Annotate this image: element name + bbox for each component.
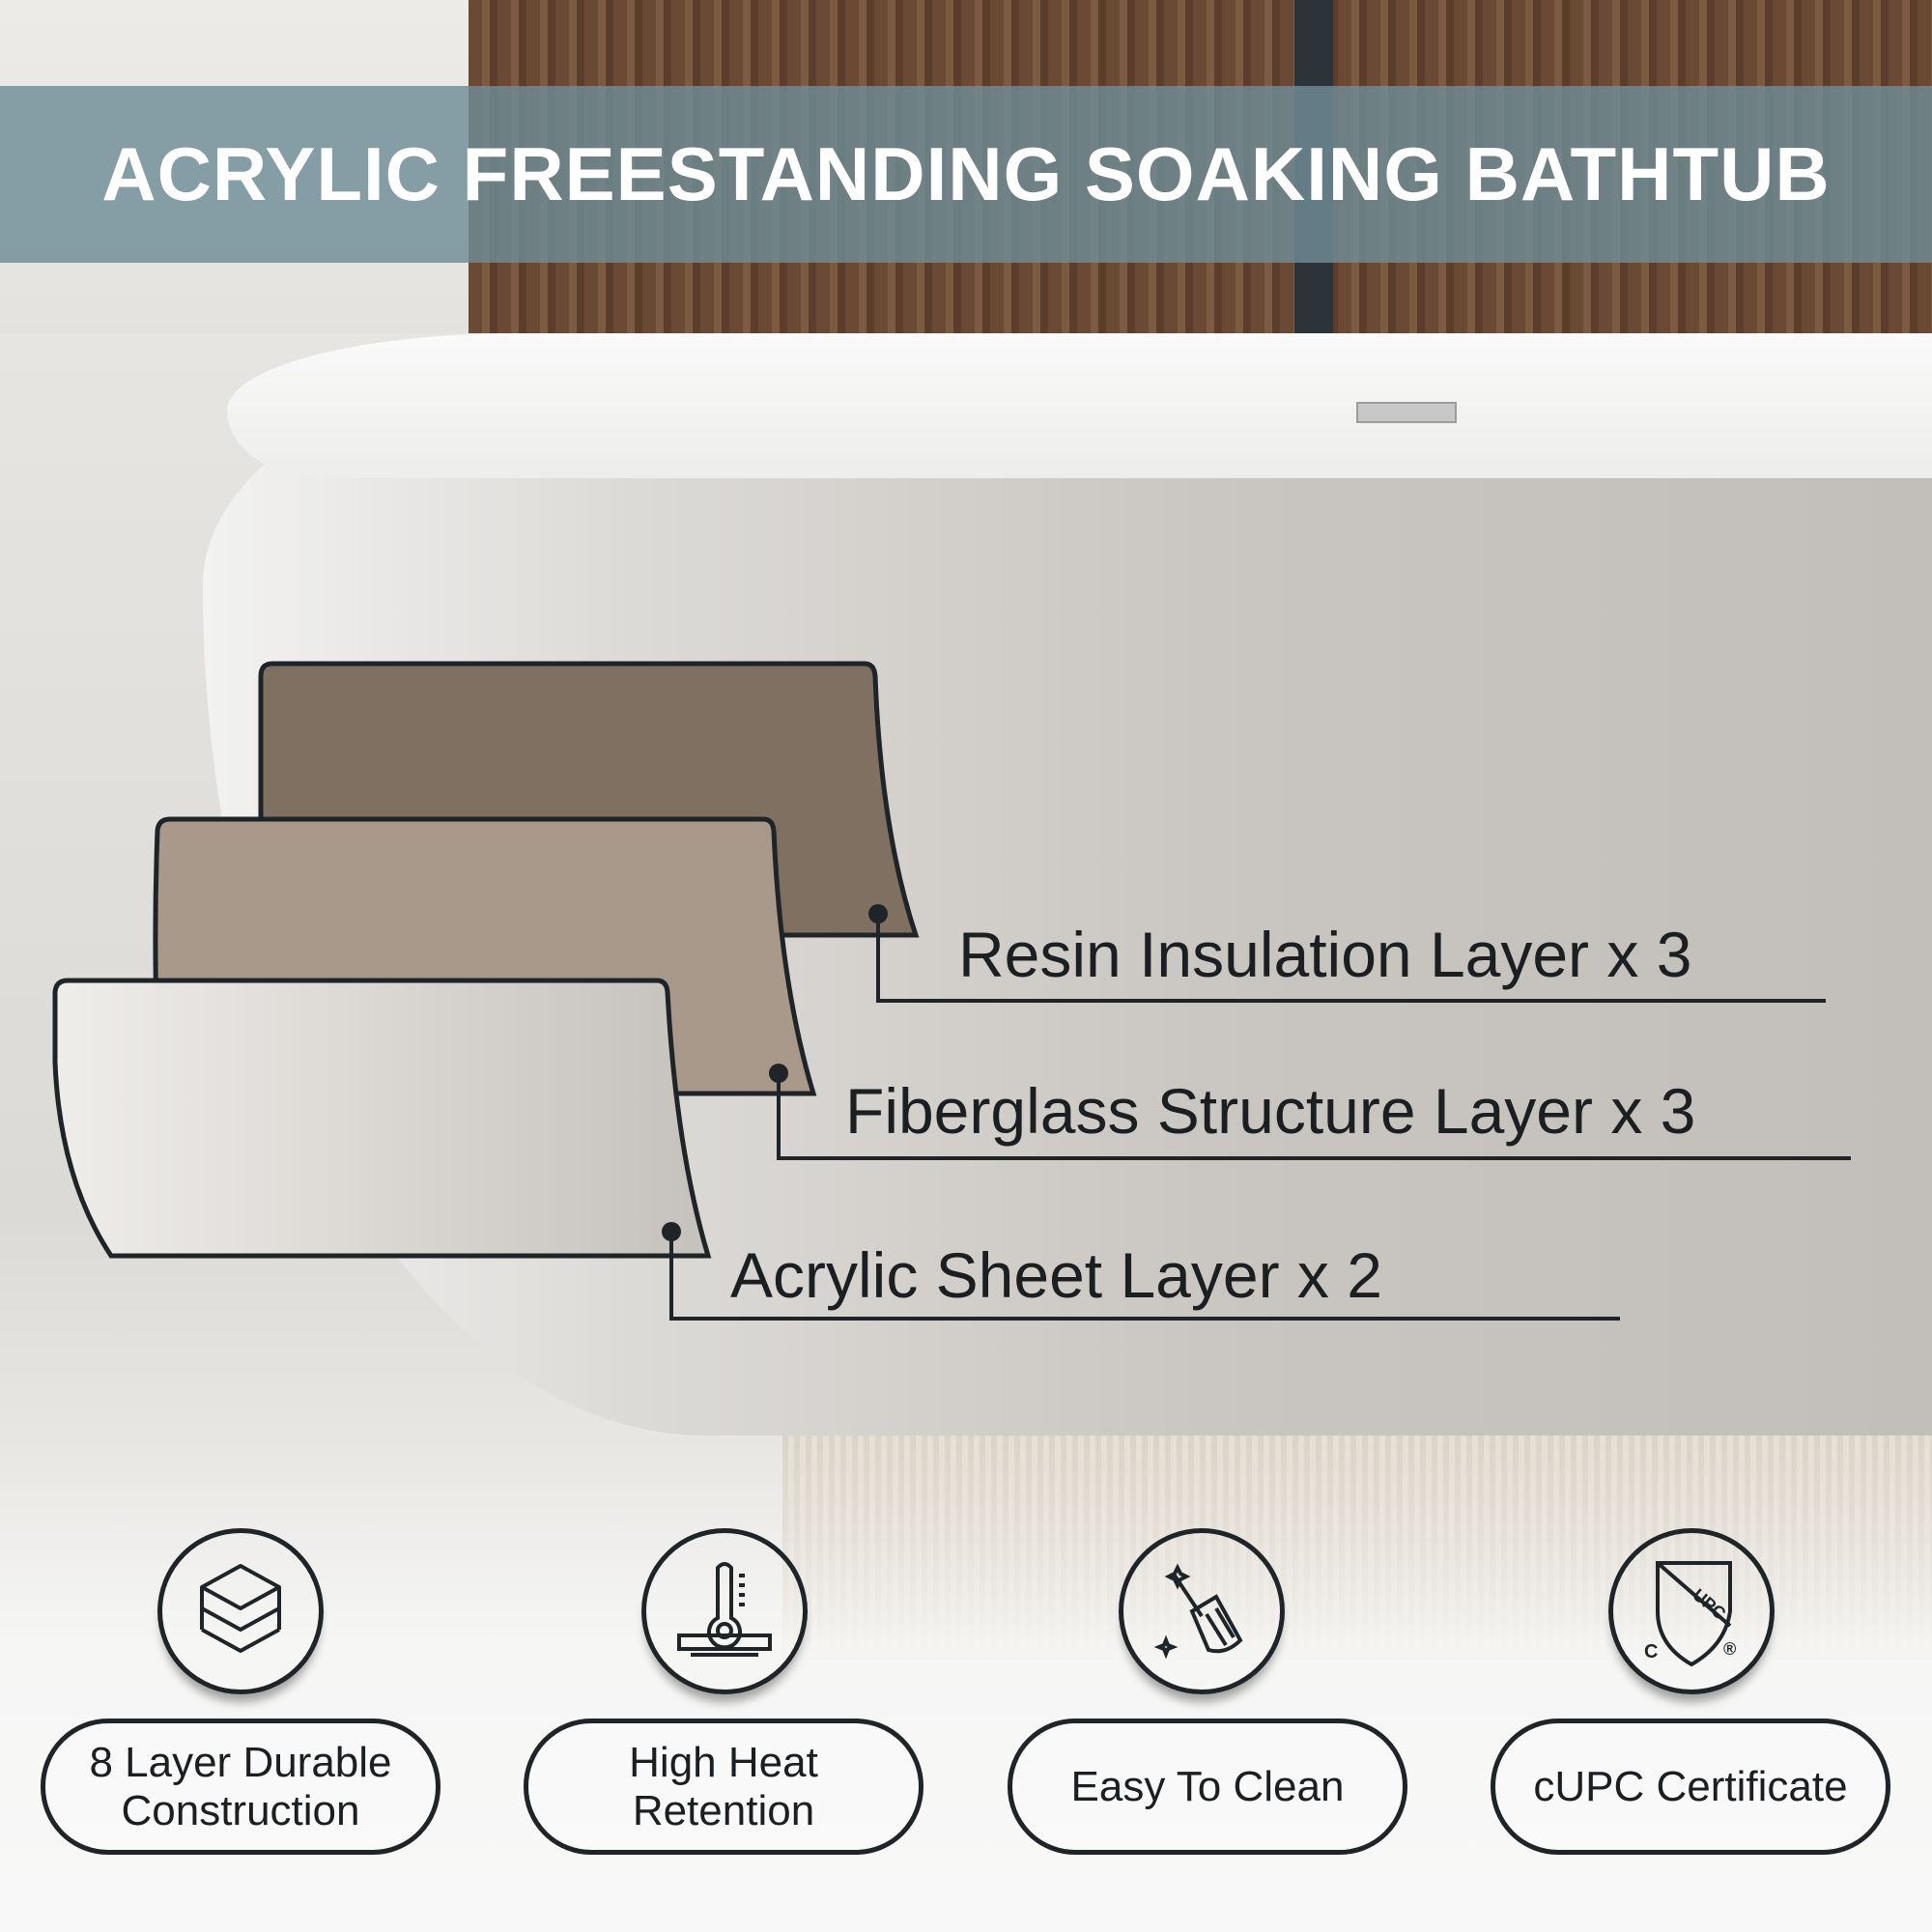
fiberglass-layer-label: Fiberglass Structure Layer x 3: [845, 1075, 1696, 1147]
feature-label: High Heat Retention: [629, 1738, 818, 1834]
page-title: ACRYLIC FREESTANDING SOAKING BATHTUB: [101, 131, 1831, 216]
layers-icon: [157, 1528, 324, 1694]
feature-8-layer: 8 Layer Durable Construction: [41, 1719, 440, 1855]
feature-cupc: cUPC Certificate: [1491, 1719, 1890, 1855]
acrylic-layer-label: Acrylic Sheet Layer x 2: [730, 1239, 1382, 1311]
svg-text:®: ®: [1723, 1639, 1736, 1659]
resin-layer-leader: [876, 914, 1826, 1003]
feature-heat-retention: High Heat Retention: [524, 1719, 923, 1855]
acrylic-layer-card: [52, 978, 712, 1259]
svg-text:C: C: [1644, 1641, 1658, 1662]
title-banner: ACRYLIC FREESTANDING SOAKING BATHTUB: [0, 86, 1932, 263]
feature-label: cUPC Certificate: [1533, 1762, 1848, 1810]
feature-label: Easy To Clean: [1070, 1762, 1345, 1810]
overflow-drain: [1356, 402, 1457, 423]
bathtub-rim: [227, 333, 1932, 478]
broom-icon: [1119, 1528, 1285, 1694]
resin-layer-label: Resin Insulation Layer x 3: [958, 919, 1692, 990]
feature-label: 8 Layer Durable Construction: [89, 1738, 392, 1834]
fiberglass-layer-leader: [777, 1073, 1851, 1160]
acrylic-layer-leader: [669, 1232, 1620, 1321]
feature-easy-clean: Easy To Clean: [1008, 1719, 1407, 1855]
thermometer-icon: [641, 1528, 808, 1694]
